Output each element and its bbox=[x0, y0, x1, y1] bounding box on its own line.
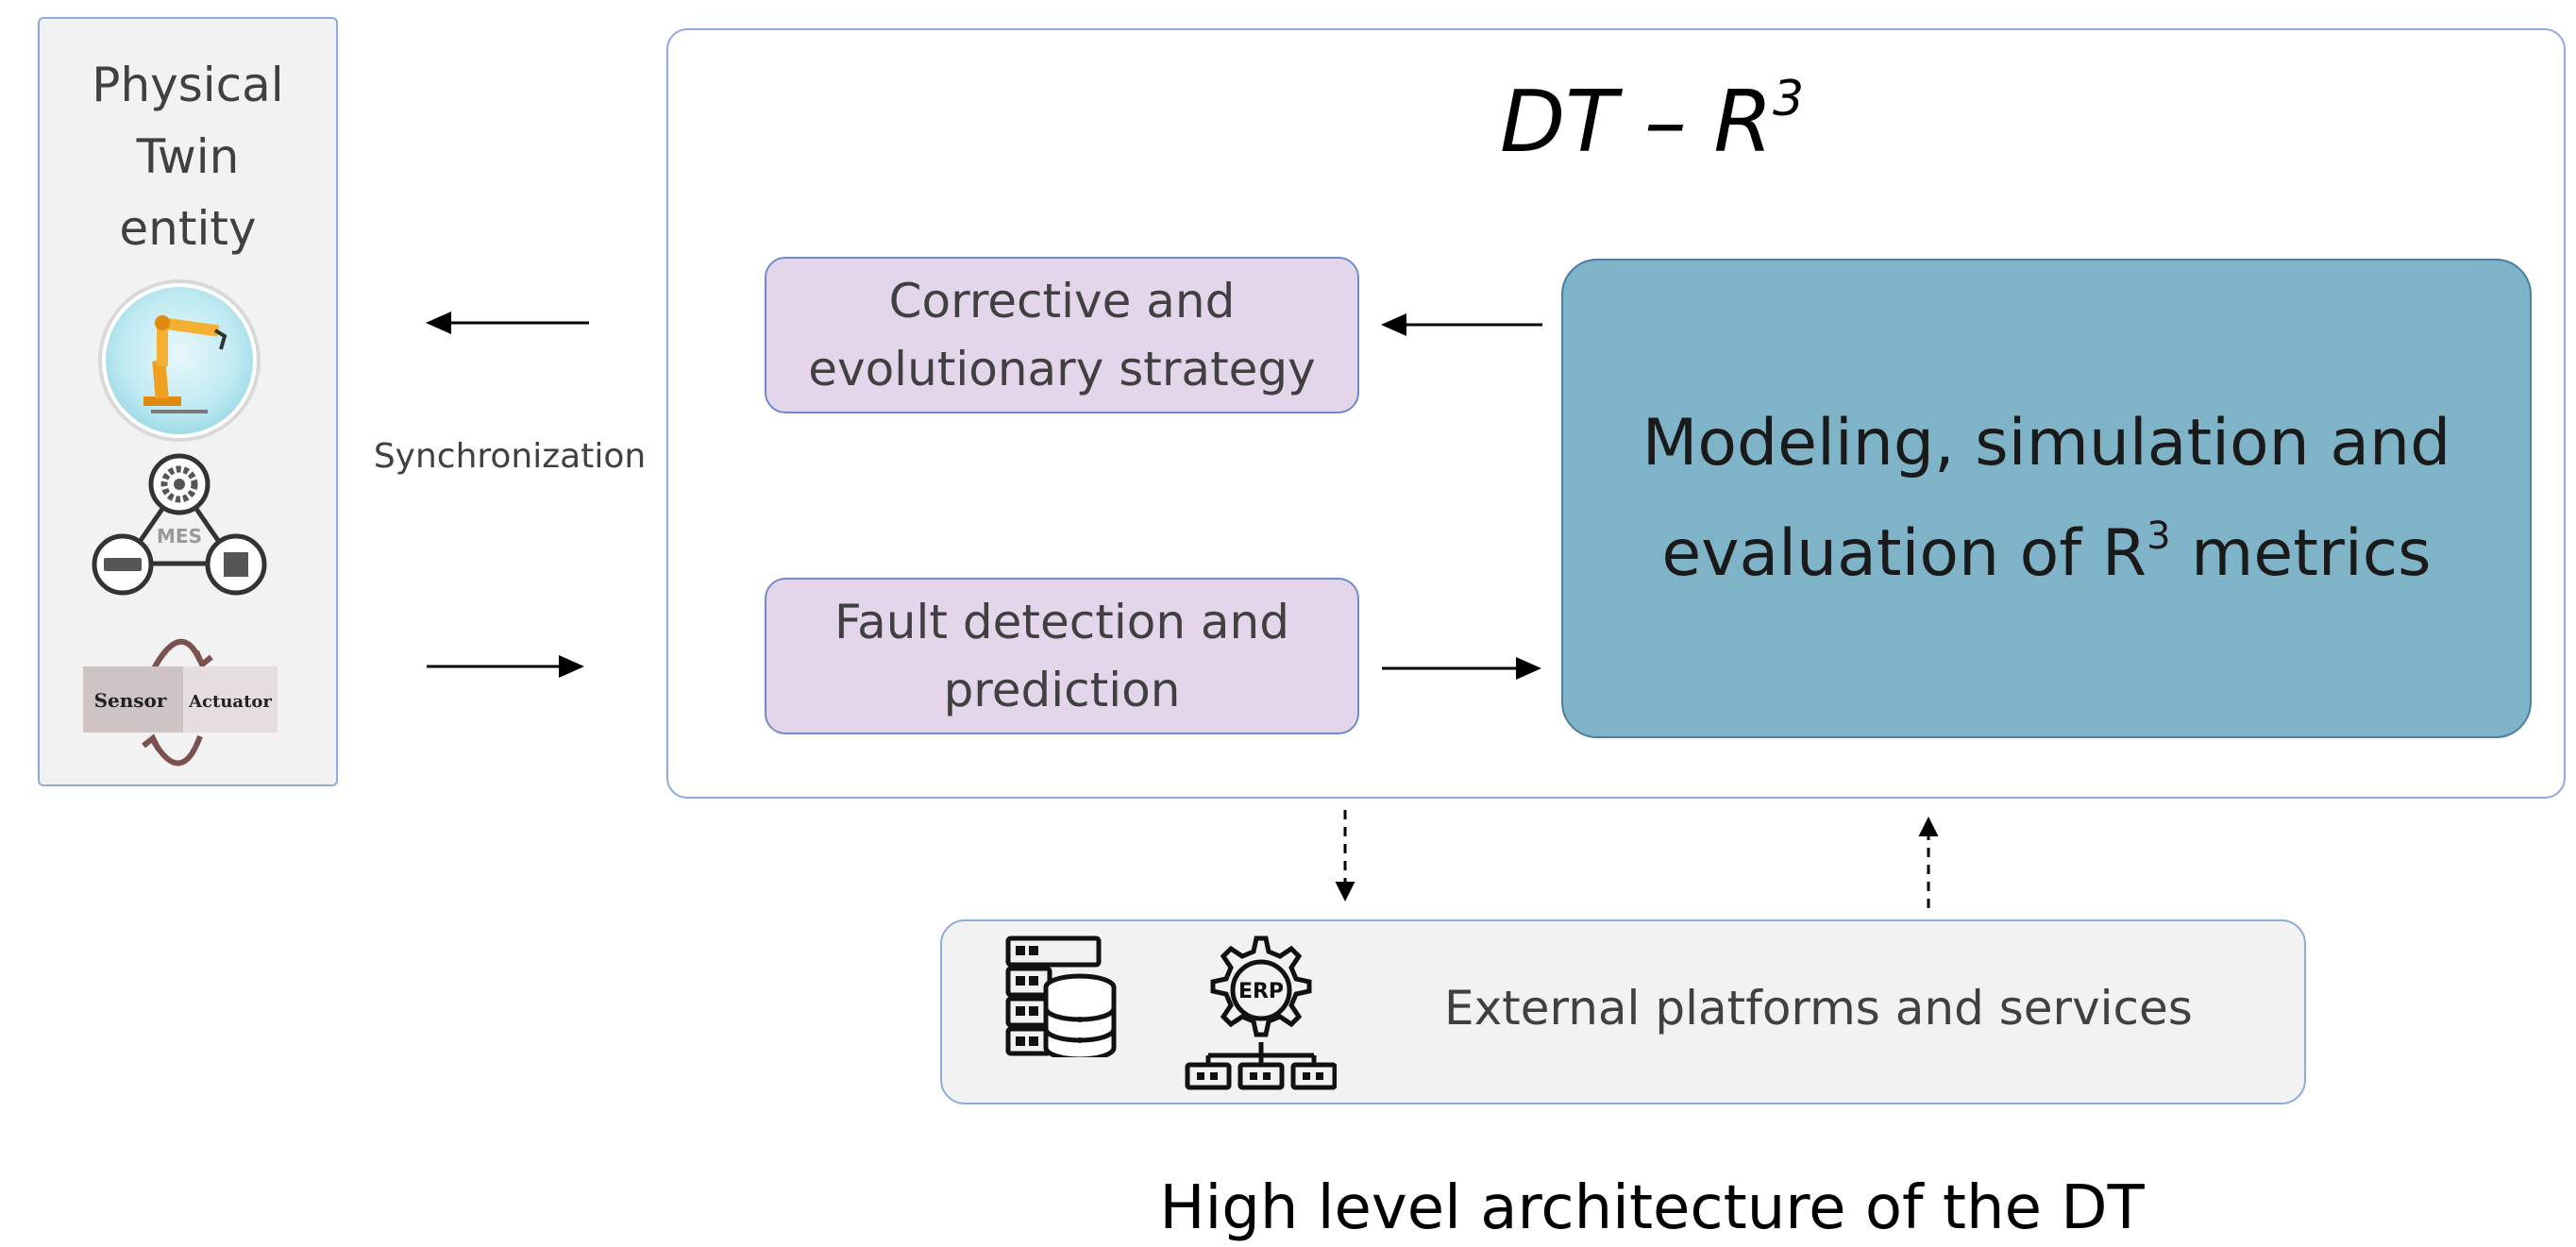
physical-twin-title-line: Twin bbox=[136, 129, 240, 184]
sensor-actuator-icon: Sensor Actuator bbox=[83, 639, 278, 767]
dt-title: DT – R3 bbox=[1274, 47, 2029, 175]
dt-title-superscript: 3 bbox=[1772, 71, 1805, 127]
modeling-line-text: metrics bbox=[2170, 515, 2432, 591]
sensor-label: Sensor bbox=[94, 689, 167, 712]
corrective-strategy-line: Corrective and bbox=[888, 274, 1236, 329]
physical-twin-title: Physical Twin entity bbox=[38, 49, 338, 264]
actuator-label: Actuator bbox=[188, 692, 272, 712]
mes-label: MES bbox=[157, 525, 202, 548]
physical-twin-title-line: entity bbox=[119, 201, 257, 256]
database-server-icon bbox=[1005, 935, 1117, 1057]
external-platforms-label: External platforms and services bbox=[1444, 981, 2193, 1036]
modeling-line-superscript: 3 bbox=[2147, 514, 2171, 558]
mes-network-icon: MES bbox=[92, 453, 267, 596]
modeling-line: Modeling, simulation and bbox=[1642, 405, 2451, 480]
erp-gear-icon: ERP bbox=[1185, 935, 1337, 1090]
external-platforms-box bbox=[940, 919, 2306, 1104]
corrective-strategy-line: evolutionary strategy bbox=[808, 342, 1316, 396]
modeling-line-text: evaluation of R bbox=[1661, 515, 2147, 591]
robot-arm-icon bbox=[98, 279, 261, 442]
synchronization-label: Synchronization bbox=[373, 437, 647, 476]
figure-caption: High level architecture of the DT bbox=[1159, 1173, 2145, 1243]
corrective-strategy-box: Corrective and evolutionary strategy bbox=[765, 257, 1359, 413]
fault-detection-box: Fault detection and prediction bbox=[765, 578, 1359, 734]
erp-label: ERP bbox=[1238, 980, 1284, 1003]
modeling-line: evaluation of R3 metrics bbox=[1642, 490, 2451, 600]
physical-twin-title-line: Physical bbox=[92, 58, 284, 112]
modeling-simulation-box: Modeling, simulation and evaluation of R… bbox=[1561, 259, 2532, 738]
fault-detection-line: Fault detection and bbox=[834, 595, 1289, 649]
fault-detection-line: prediction bbox=[943, 663, 1181, 717]
dt-title-main: DT – R bbox=[1499, 73, 1773, 172]
